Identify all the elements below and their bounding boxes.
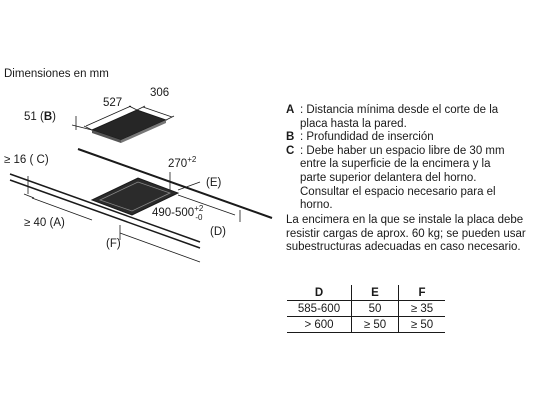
table-cell: ≥ 50 — [398, 316, 445, 333]
load-note: La encimera en la que se instale la plac… — [286, 214, 526, 254]
table-header-row: D E F — [287, 285, 445, 301]
table-cell: ≥ 50 — [351, 316, 399, 333]
dimension-table: D E F 585-600 50 ≥ 35 > 600 ≥ 50 ≥ 50 — [287, 285, 445, 333]
table-header-F: F — [398, 285, 445, 301]
dim-51: 51 (B) — [24, 111, 56, 123]
dim-490: 490-500+2-0 — [152, 204, 204, 222]
worktop-view — [9, 148, 273, 263]
legend-item-A: A : Distancia mínima desde el corte de l… — [286, 104, 499, 130]
table-header-E: E — [351, 285, 399, 301]
dim-270: 270+2 — [168, 155, 197, 170]
legend: A : Distancia mínima desde el corte de l… — [286, 104, 518, 213]
dim-527: 527 — [103, 97, 122, 109]
label-E: (E) — [206, 177, 222, 189]
table-cell: ≥ 35 — [398, 300, 445, 317]
dim-40: ≥ 40 (A) — [24, 217, 65, 229]
table-cell: 585-600 — [287, 300, 352, 317]
table-cell: 50 — [351, 300, 399, 317]
installation-diagram: 306 527 51 (B) ≥ 16 ( C) 270+2 (E) 490-5… — [4, 87, 273, 263]
dim-306: 306 — [150, 87, 169, 99]
label-F: (F) — [106, 238, 121, 250]
diagram-title: Dimensiones en mm — [4, 68, 109, 80]
hob-top-view — [71, 105, 175, 143]
dim-16: ≥ 16 ( C) — [4, 154, 49, 166]
label-D: (D) — [210, 226, 226, 238]
table-row: > 600 ≥ 50 ≥ 50 — [287, 316, 445, 333]
table-row: 585-600 50 ≥ 35 — [287, 300, 445, 317]
legend-item-C: C : Debe haber un espacio libre de 30 mm… — [286, 144, 505, 212]
table-cell: > 600 — [287, 316, 352, 333]
table-header-D: D — [287, 285, 352, 301]
legend-item-B: B : Profundidad de inserción — [286, 131, 434, 144]
